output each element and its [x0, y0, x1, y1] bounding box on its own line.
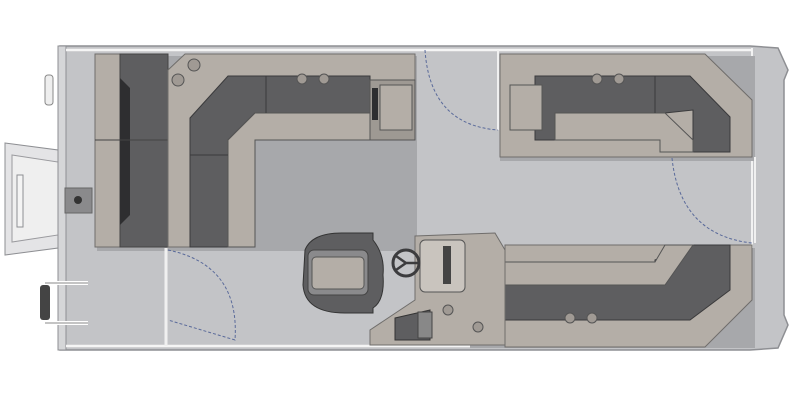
stern-gate: [164, 248, 236, 346]
cup-holders: [171, 58, 330, 87]
captain-chair: [302, 232, 384, 314]
helm-console: [369, 232, 506, 346]
ski-tow-mount: [64, 187, 93, 214]
front-upper-lounge: [499, 53, 753, 158]
bow-gate-front: [671, 157, 756, 244]
bow-gate-upper: [424, 49, 499, 131]
rear-bench: [94, 53, 169, 248]
front-lower-lounge: [472, 244, 753, 348]
stern-light: [44, 74, 54, 106]
stern-cleat: [40, 281, 88, 325]
steering-wheel: [391, 248, 421, 278]
boarding-ladder: [4, 142, 59, 256]
aft-l-lounge: [167, 53, 416, 248]
